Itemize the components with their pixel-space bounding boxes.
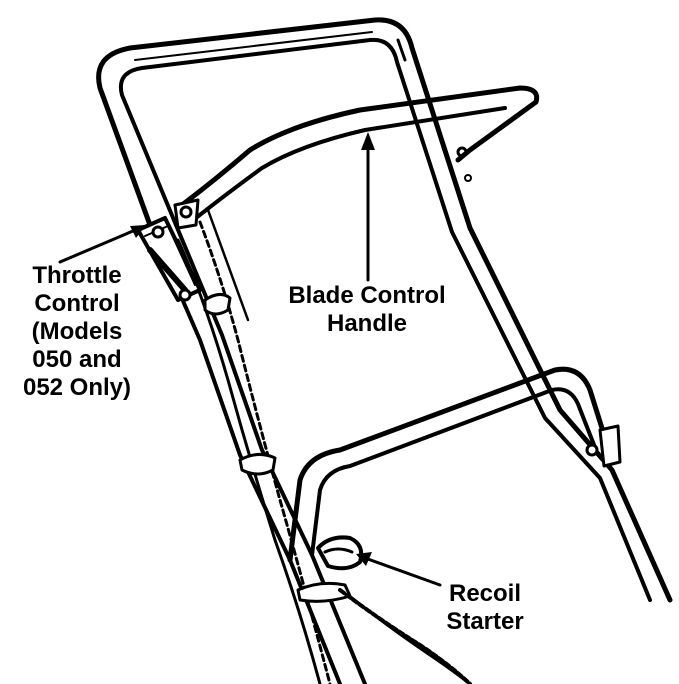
blade-label-line: Blade Control <box>288 282 446 309</box>
recoil-label-line: Recoil <box>448 580 522 607</box>
throttle-label-line: 050 and <box>32 346 122 373</box>
recoil-arrowhead <box>356 552 372 566</box>
cable-clip-upper <box>203 293 232 316</box>
blade-control-handle-inner <box>194 106 507 220</box>
throttle-control-label: Throttle Control (Models 050 and 052 Onl… <box>2 262 152 402</box>
upper-handle-inner <box>119 37 652 602</box>
throttle-control-housing <box>136 216 202 302</box>
cable-clip-middle <box>238 453 277 476</box>
control-cable-3 <box>206 208 250 322</box>
lower-handle-inner <box>310 387 598 557</box>
throttle-arrowhead <box>130 225 146 238</box>
lower-handle-outer <box>287 366 615 563</box>
bail-pivot <box>179 205 193 219</box>
throttle-label-line: 052 Only) <box>22 374 132 401</box>
throttle-label-line: (Models <box>31 318 123 345</box>
recoil-label-line: Starter <box>446 608 524 635</box>
blade-control-handle-outer <box>179 85 540 208</box>
upper-handle-outer <box>96 17 673 603</box>
blade-label-line: Handle <box>326 310 407 337</box>
blade-control-handle-label: Blade Control Handle <box>262 282 472 338</box>
blade-arrowhead <box>361 132 375 150</box>
upper-handle-shading <box>134 31 373 61</box>
recoil-leader-line <box>363 556 442 587</box>
throttle-label-line: Control <box>34 290 120 317</box>
recoil-starter-grip <box>316 535 364 571</box>
throttle-leader-line <box>58 226 142 264</box>
recoil-starter-label: Recoil Starter <box>420 580 550 636</box>
throttle-label-line: Throttle <box>32 262 122 289</box>
